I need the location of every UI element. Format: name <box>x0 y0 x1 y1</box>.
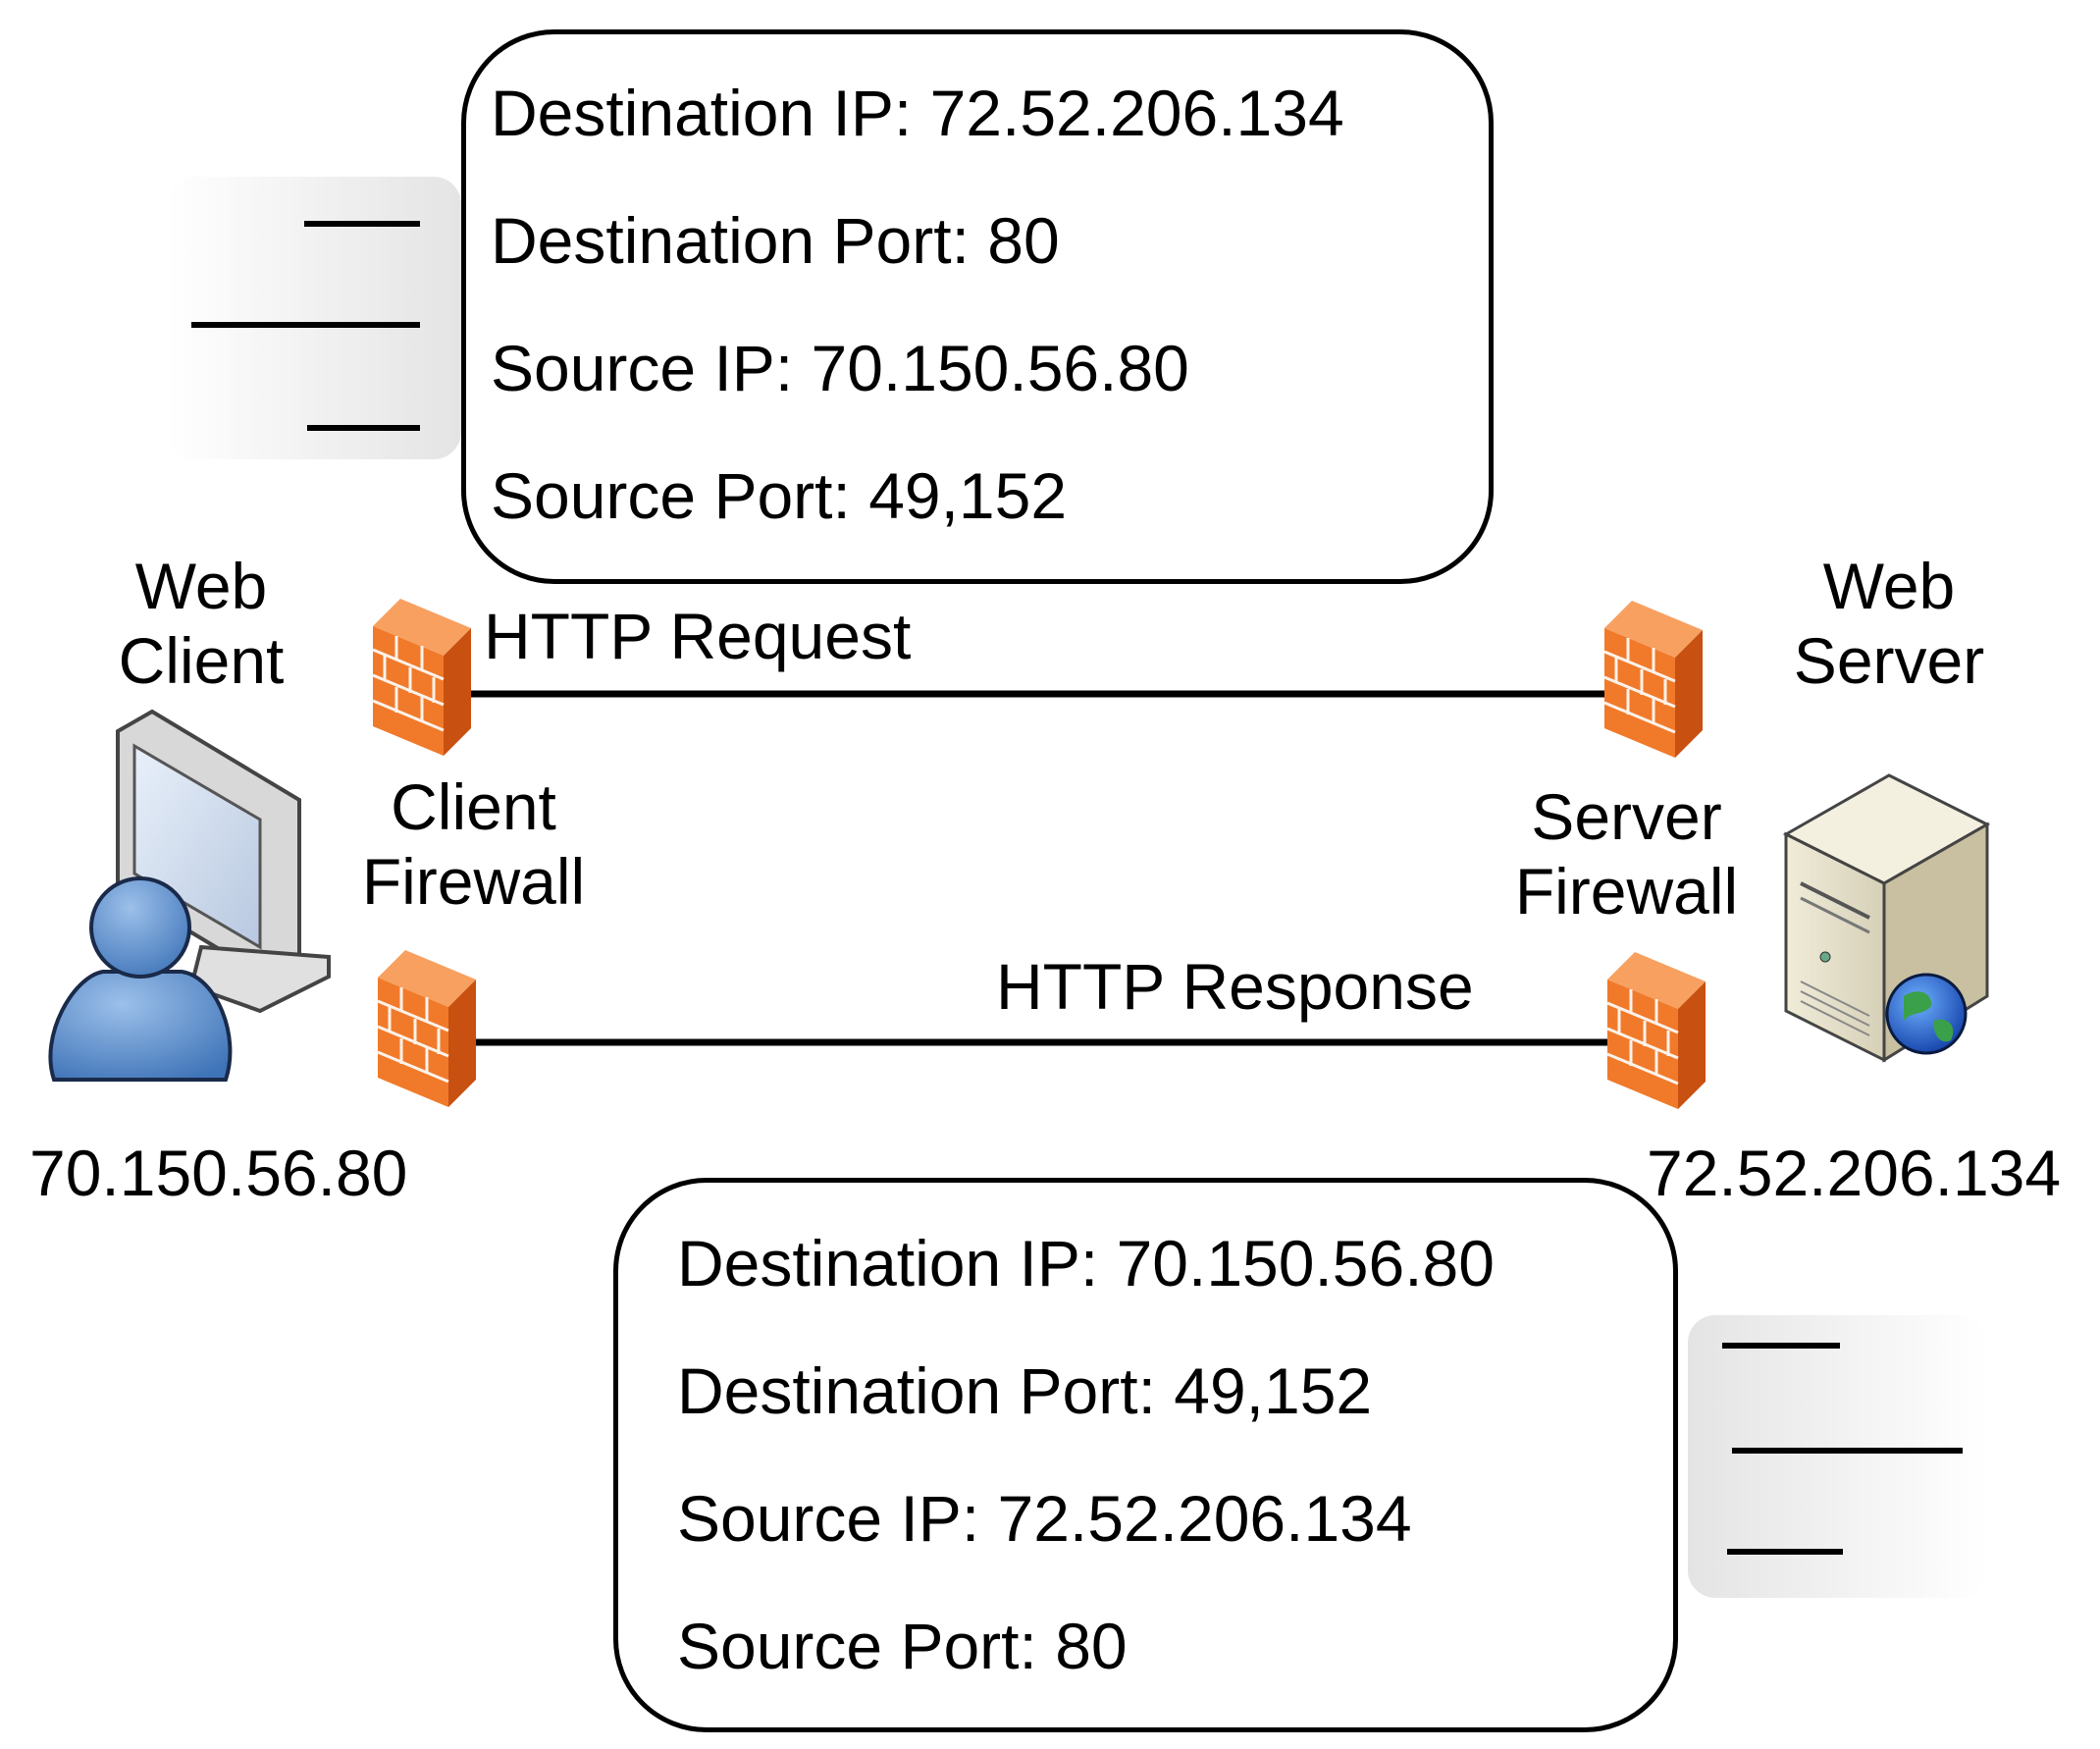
server-ip-label: 72.52.206.134 <box>1647 1137 2062 1209</box>
response-field-destination-ip: Destination IP: 70.150.56.80 <box>677 1231 1495 1296</box>
label-line: Client <box>391 770 556 843</box>
field-value: 70.150.56.80 <box>811 332 1189 404</box>
field-label: Destination IP: <box>491 77 913 149</box>
client-firewall-bottom-icon <box>377 950 476 1107</box>
server-firewall-top-icon <box>1603 601 1703 758</box>
client-firewall-top-icon <box>372 599 471 756</box>
field-label: Source Port: <box>677 1610 1037 1682</box>
http-response-label: HTTP Response <box>996 950 1474 1023</box>
client-ip-label: 70.150.56.80 <box>29 1137 408 1209</box>
field-label: Source Port: <box>491 459 851 532</box>
field-label: Destination IP: <box>677 1227 1099 1299</box>
server-firewall-bottom-icon <box>1606 952 1706 1109</box>
response-field-source-ip: Source IP: 72.52.206.134 <box>677 1486 1412 1551</box>
field-value: 49,152 <box>868 459 1068 532</box>
web-server-icon <box>1782 773 1991 1063</box>
http-request-label: HTTP Request <box>484 600 912 672</box>
field-value: 72.52.206.134 <box>929 77 1344 149</box>
request-packet-box <box>461 29 1494 584</box>
label-line: Firewall <box>361 844 586 918</box>
response-field-destination-port: Destination Port: 49,152 <box>677 1358 1372 1423</box>
web-server-title: Web Server <box>1776 550 2002 699</box>
field-label: Source IP: <box>491 332 794 404</box>
label-line: Server <box>1531 780 1722 853</box>
title-line: Web <box>1822 550 1956 622</box>
server-firewall-label: Server Firewall <box>1496 780 1757 929</box>
label-line: Firewall <box>1514 854 1739 928</box>
field-value: 72.52.206.134 <box>997 1482 1412 1555</box>
request-field-destination-ip: Destination IP: 72.52.206.134 <box>491 80 1344 145</box>
field-label: Destination Port: <box>677 1354 1156 1427</box>
response-field-source-port: Source Port: 80 <box>677 1614 1128 1678</box>
user-computer-icon <box>48 709 331 1082</box>
field-label: Destination Port: <box>491 204 970 277</box>
request-field-source-port: Source Port: 49,152 <box>491 463 1067 528</box>
field-label: Source IP: <box>677 1482 980 1555</box>
field-value: 70.150.56.80 <box>1116 1227 1495 1299</box>
web-client-title: Web Client <box>98 550 304 699</box>
request-field-source-ip: Source IP: 70.150.56.80 <box>491 336 1189 400</box>
request-field-destination-port: Destination Port: 80 <box>491 208 1060 273</box>
field-value: 80 <box>1055 1610 1128 1682</box>
title-line: Web <box>134 550 268 622</box>
title-line: Server <box>1793 623 1985 697</box>
field-value: 80 <box>987 204 1060 277</box>
field-value: 49,152 <box>1174 1354 1373 1427</box>
packet-document-icon <box>167 177 461 459</box>
client-firewall-label: Client Firewall <box>343 770 604 920</box>
title-line: Client <box>118 623 285 697</box>
packet-document-icon <box>1688 1315 1987 1598</box>
response-packet-box <box>613 1178 1678 1732</box>
